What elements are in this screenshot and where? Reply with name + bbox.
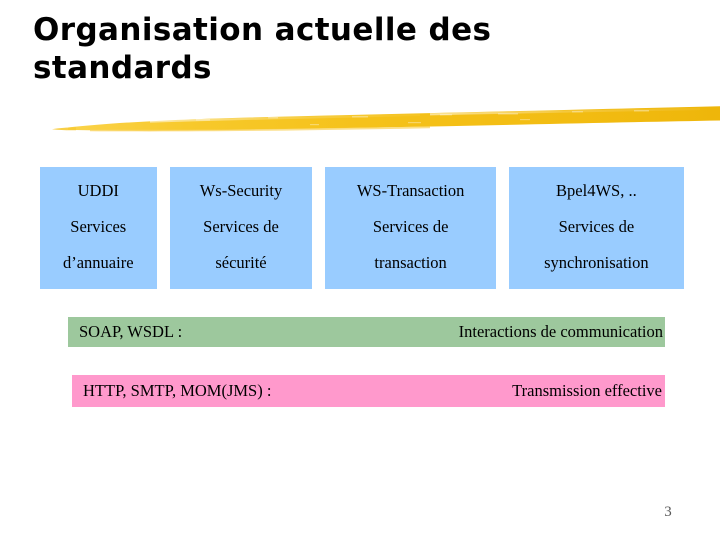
layer-band-communication[interactable]: SOAP, WSDL : Interactions de communicati… [68, 317, 665, 347]
page-title: Organisation actuelle des standards [33, 12, 492, 86]
standard-box-line: transaction [374, 253, 447, 273]
standard-box-line: Ws-Security [199, 181, 283, 201]
layer-band-transport[interactable]: HTTP, SMTP, MOM(JMS) : Transmission effe… [72, 375, 665, 407]
standard-box-line: WS-Transaction [356, 181, 465, 201]
standard-box-line: Services de [558, 217, 635, 237]
standard-box-line: UDDI [77, 181, 119, 201]
standard-box-line: Bpel4WS, .. [556, 181, 637, 201]
layer-band-left-label: SOAP, WSDL : [79, 322, 183, 341]
page-number: 3 [664, 504, 672, 520]
standard-box-line: synchronisation [544, 253, 649, 273]
yellow-brush-stroke [0, 98, 720, 142]
standard-box-line: sécurité [215, 253, 267, 273]
standard-box-ws-transaction[interactable]: WS-Transaction Services de transaction [325, 167, 496, 289]
standard-box-ws-security[interactable]: Ws-Security Services de sécurité [169, 167, 313, 289]
standard-box-line: Services [70, 217, 127, 237]
standard-box-line: Services de [372, 217, 449, 237]
standards-row: UDDI Services d’annuaire Ws-Security Ser… [40, 167, 684, 289]
standard-box-line: d’annuaire [62, 253, 134, 273]
layer-band-right-label: Transmission effective [512, 381, 662, 400]
layer-band-left-label: HTTP, SMTP, MOM(JMS) : [83, 381, 272, 400]
standard-box-uddi[interactable]: UDDI Services d’annuaire [40, 167, 157, 289]
standard-box-bpel4ws[interactable]: Bpel4WS, .. Services de synchronisation [508, 167, 684, 289]
standard-box-line: Services de [203, 217, 279, 237]
layer-band-right-label: Interactions de communication [458, 322, 663, 341]
